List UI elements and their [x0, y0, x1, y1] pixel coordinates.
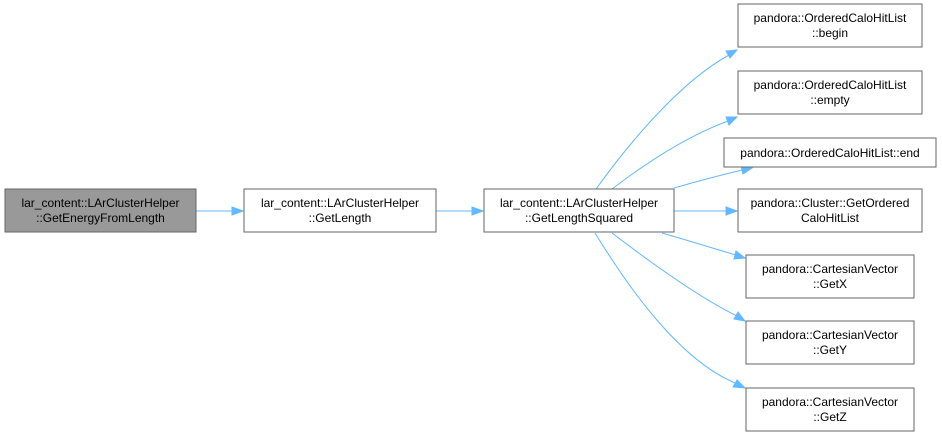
edge-getlengthsquared-to-gety [611, 232, 738, 317]
node-label-line: ::GetLength [309, 211, 372, 225]
nodes: lar_content::LArClusterHelper ::GetEnerg… [4, 3, 937, 432]
node-cartesianvector-getz[interactable]: pandora::CartesianVector ::GetZ [745, 387, 915, 432]
node-label-line: pandora::CartesianVector [762, 262, 898, 276]
node-label-line: ::GetZ [813, 410, 846, 424]
edge-getlengthsquared-to-begin [595, 54, 730, 190]
arrowhead [471, 206, 485, 216]
arrowhead [725, 206, 739, 216]
node-label-line: CaloHitList [801, 211, 860, 225]
arrowhead [732, 379, 747, 389]
node-label-line: ::empty [810, 93, 849, 107]
edges [196, 49, 754, 389]
node-label-line: pandora::OrderedCaloHitList [754, 78, 907, 92]
node-label-line: lar_content::LArClusterHelper [500, 196, 658, 210]
node-getlengthsquared[interactable]: lar_content::LArClusterHelper ::GetLengt… [483, 188, 675, 233]
node-label-line: ::GetEnergyFromLength [36, 211, 165, 225]
node-label-line: pandora::CartesianVector [762, 328, 898, 342]
node-orderedcalohitlist-empty[interactable]: pandora::OrderedCaloHitList ::empty [737, 70, 923, 115]
edge-getlengthsquared-to-end [673, 169, 743, 189]
node-cluster-getorderedcalohitlist[interactable]: pandora::Cluster::GetOrdered CaloHitList [737, 188, 923, 233]
arrowhead [231, 206, 245, 216]
node-label-line: ::GetY [813, 343, 847, 357]
node-getenergyfromlength[interactable]: lar_content::LArClusterHelper ::GetEnerg… [4, 188, 197, 233]
arrowhead [733, 311, 747, 322]
arrowhead [725, 49, 739, 59]
node-label-line: pandora::CartesianVector [762, 395, 898, 409]
node-label-line: ::GetLengthSquared [525, 211, 633, 225]
edge-getlengthsquared-to-empty [611, 120, 729, 190]
arrowhead [733, 250, 747, 260]
edge-getlengthsquared-to-getz [594, 232, 736, 384]
node-label-line: ::begin [812, 26, 848, 40]
node-orderedcalohitlist-end[interactable]: pandora::OrderedCaloHitList::end [723, 137, 937, 168]
node-label-line: lar_content::LArClusterHelper [261, 196, 419, 210]
node-label-line: pandora::OrderedCaloHitList::end [740, 146, 919, 160]
node-label-line: ::GetX [813, 277, 847, 291]
node-getlength[interactable]: lar_content::LArClusterHelper ::GetLengt… [243, 188, 437, 233]
arrowhead [725, 116, 739, 126]
node-orderedcalohitlist-begin[interactable]: pandora::OrderedCaloHitList ::begin [737, 3, 923, 48]
node-label-line: pandora::OrderedCaloHitList [754, 11, 907, 25]
node-cartesianvector-getx[interactable]: pandora::CartesianVector ::GetX [745, 254, 915, 299]
node-label-line: pandora::Cluster::GetOrdered [751, 196, 910, 210]
node-label-line: lar_content::LArClusterHelper [21, 196, 179, 210]
edge-getlengthsquared-to-getx [661, 232, 737, 256]
node-cartesianvector-gety[interactable]: pandora::CartesianVector ::GetY [745, 320, 915, 365]
